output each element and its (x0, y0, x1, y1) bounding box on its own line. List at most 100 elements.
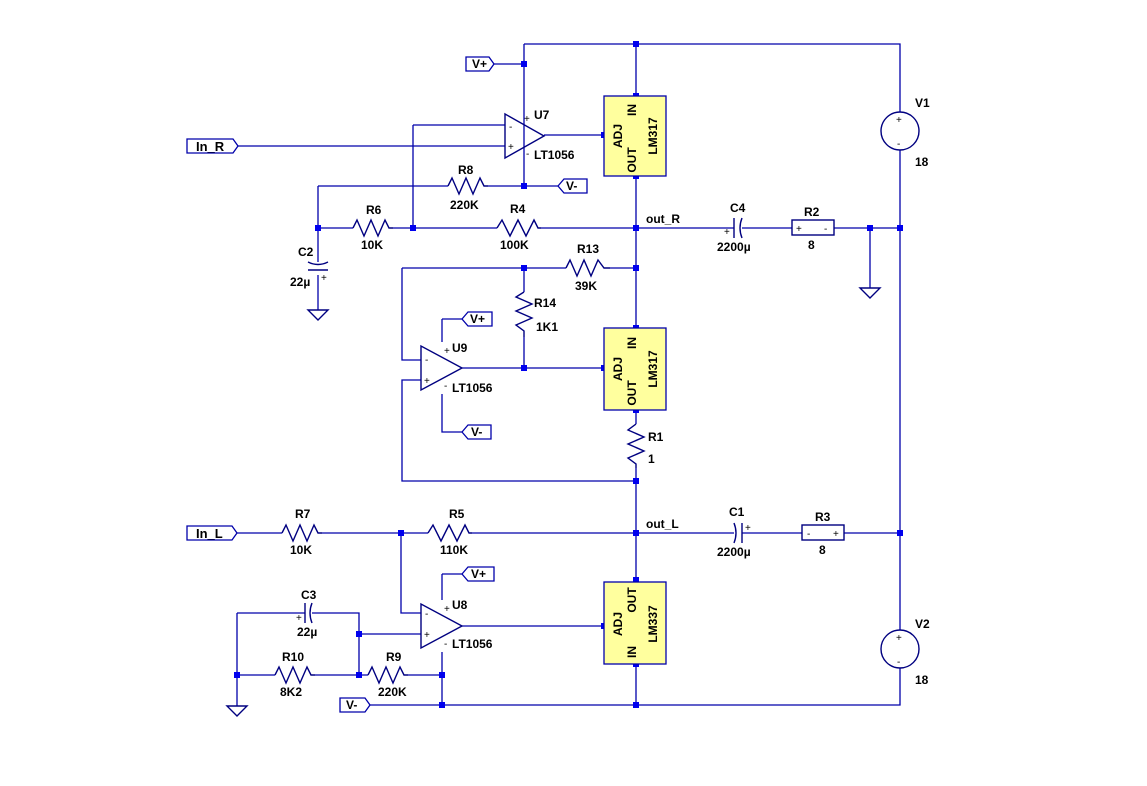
svg-text:-: - (526, 149, 529, 160)
svg-text:U8: U8 (452, 598, 468, 612)
voltage-source-v2: + - V2 18 (880, 617, 930, 687)
resistor-r4: R4 100K (496, 202, 541, 252)
svg-text:R8: R8 (458, 163, 474, 177)
svg-text:LM317: LM317 (646, 117, 660, 155)
resistor-r5: R5 110K (427, 507, 472, 557)
regulator-lm317-top: ADJ OUT IN LM317 (603, 95, 667, 177)
capacitor-c3: + C3 22µ (296, 588, 317, 639)
svg-text:In_R: In_R (196, 139, 225, 154)
svg-text:+: + (321, 273, 327, 284)
svg-text:-: - (897, 657, 900, 668)
resistor-r7: R7 10K (281, 507, 322, 557)
svg-text:-: - (824, 224, 827, 235)
svg-text:LM317: LM317 (646, 350, 660, 388)
capacitor-c4: + C4 2200µ (717, 201, 751, 254)
capacitor-c2: + C2 22µ (290, 245, 329, 289)
svg-text:R10: R10 (282, 650, 304, 664)
svg-text:ADJ: ADJ (611, 612, 625, 636)
opamp-u9: - + + - U9 LT1056 (420, 341, 493, 395)
svg-text:IN: IN (625, 646, 639, 658)
svg-text:+: + (444, 604, 450, 615)
wires (236, 43, 901, 706)
svg-text:8: 8 (819, 543, 826, 557)
svg-text:8K2: 8K2 (280, 685, 302, 699)
svg-text:C1: C1 (729, 505, 745, 519)
svg-text:+: + (833, 529, 839, 540)
net-label-out-r: out_R (646, 212, 680, 226)
svg-text:18: 18 (915, 673, 929, 687)
svg-text:R13: R13 (577, 242, 599, 256)
svg-text:110K: 110K (440, 543, 468, 557)
svg-text:+: + (296, 613, 302, 624)
net-label-vminus-bottom: V- (339, 697, 371, 713)
ground-symbol-r2 (858, 287, 882, 299)
svg-text:2200µ: 2200µ (717, 240, 751, 254)
net-label-in-r: In_R (186, 138, 239, 154)
net-label-vplus-u9: V+ (461, 311, 493, 327)
net-label-in-l: In_L (186, 525, 238, 541)
svg-text:IN: IN (625, 104, 639, 116)
svg-text:+: + (444, 346, 450, 357)
svg-text:10K: 10K (290, 543, 312, 557)
svg-text:+: + (424, 630, 430, 641)
svg-text:LT1056: LT1056 (534, 148, 575, 162)
svg-text:-: - (444, 381, 447, 392)
svg-text:OUT: OUT (625, 147, 639, 173)
svg-text:V+: V+ (470, 312, 485, 326)
svg-text:+: + (424, 376, 430, 387)
svg-text:OUT: OUT (625, 380, 639, 406)
svg-text:LM337: LM337 (646, 605, 660, 643)
svg-text:ADJ: ADJ (611, 357, 625, 381)
svg-text:-: - (425, 355, 428, 366)
svg-text:-: - (807, 529, 810, 540)
svg-text:R1: R1 (648, 430, 664, 444)
svg-text:C4: C4 (730, 201, 746, 215)
svg-text:22µ: 22µ (290, 275, 310, 289)
svg-text:+: + (796, 224, 802, 235)
svg-text:R2: R2 (804, 205, 820, 219)
svg-text:V1: V1 (915, 96, 930, 110)
regulator-lm317-mid: ADJ OUT IN LM317 (603, 327, 667, 411)
net-label-vplus-u8: V+ (461, 566, 495, 582)
resistor-r6: R6 10K (352, 203, 393, 252)
svg-text:+: + (508, 142, 514, 153)
svg-text:8: 8 (808, 238, 815, 252)
svg-text:V-: V- (471, 425, 482, 439)
svg-text:+: + (896, 115, 902, 126)
svg-text:U7: U7 (534, 108, 550, 122)
net-label-vminus-u7: V- (557, 178, 588, 194)
net-label-out-l: out_L (646, 517, 679, 531)
svg-text:V2: V2 (915, 617, 930, 631)
ground-symbol-c2 (306, 309, 330, 321)
svg-text:V-: V- (566, 179, 577, 193)
svg-text:IN: IN (625, 337, 639, 349)
svg-text:10K: 10K (361, 238, 383, 252)
svg-text:18: 18 (915, 155, 929, 169)
svg-text:C2: C2 (298, 245, 314, 259)
svg-text:-: - (444, 639, 447, 650)
svg-text:-: - (425, 609, 428, 620)
regulator-lm337: ADJ OUT IN LM337 (603, 581, 667, 665)
svg-text:ADJ: ADJ (611, 124, 625, 148)
resistor-r1: R1 1 (626, 423, 664, 468)
opamp-u8: - + + - U8 LT1056 (420, 598, 493, 651)
svg-text:39K: 39K (575, 279, 597, 293)
ground-symbol-r10 (225, 705, 249, 717)
svg-text:2200µ: 2200µ (717, 545, 751, 559)
svg-text:+: + (524, 114, 530, 125)
net-label-vplus-top: V+ (465, 56, 495, 72)
svg-text:+: + (896, 633, 902, 644)
svg-text:U9: U9 (452, 341, 468, 355)
svg-text:220K: 220K (450, 198, 479, 212)
svg-text:R4: R4 (510, 202, 526, 216)
svg-text:-: - (897, 139, 900, 150)
svg-text:R7: R7 (295, 507, 311, 521)
capacitor-c1: + C1 2200µ (717, 505, 751, 559)
resistor-r3: - + R3 8 (801, 510, 845, 557)
net-label-vminus-u9: V- (461, 424, 492, 440)
svg-text:1K1: 1K1 (536, 320, 558, 334)
svg-text:+: + (724, 227, 730, 238)
svg-text:220K: 220K (378, 685, 407, 699)
resistor-r14: R14 1K1 (514, 291, 558, 337)
